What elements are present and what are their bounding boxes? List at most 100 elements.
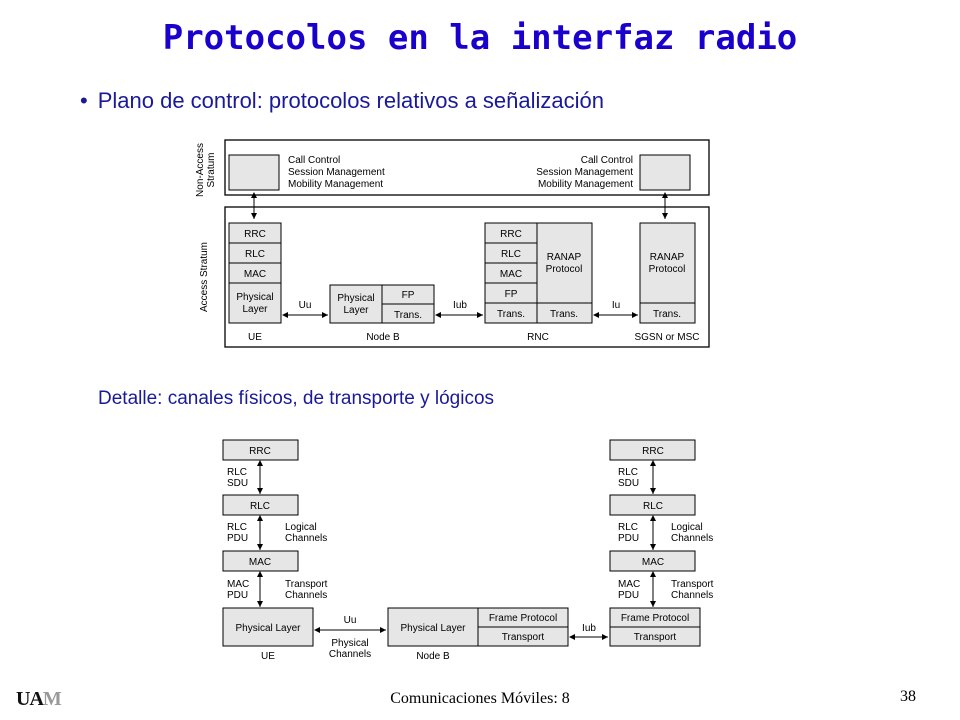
as-frame [224,206,710,348]
control-plane-diagram: Non-Access Stratum Call Control Session … [195,139,710,348]
svg-text:Mobility Management: Mobility Management [288,179,383,190]
svg-text:FP: FP [505,289,518,300]
svg-text:RRC: RRC [500,229,522,240]
svg-text:Physical: Physical [337,293,374,304]
page-number: 38 [900,688,916,705]
svg-text:Protocol: Protocol [546,264,583,275]
svg-text:RRC: RRC [249,446,271,457]
iub-label: Iub [453,300,467,311]
svg-text:Physical: Physical [331,638,368,649]
svg-text:MAC: MAC [618,579,640,590]
svg-text:Layer: Layer [343,305,369,316]
svg-text:Frame Protocol: Frame Protocol [489,613,557,624]
footer-text: Comunicaciones Móviles: 8 [390,690,570,707]
as-label: Access Stratum [199,242,210,312]
svg-text:RANAP: RANAP [650,252,685,263]
svg-text:MAC: MAC [227,579,249,590]
nas-label: Non-Access Stratum [195,143,217,197]
svg-text:SDU: SDU [618,478,639,489]
uam-logo: UAM [16,688,62,710]
svg-text:Channels: Channels [285,533,327,544]
svg-text:MAC: MAC [642,557,664,568]
nas-cn-text: Call Control Session Management Mobility… [536,155,633,190]
svg-text:Channels: Channels [329,649,371,660]
svg-text:Stratum: Stratum [206,152,217,187]
nodeb-label: Node B [366,332,400,343]
nas-ue-text: Call Control Session Management Mobility… [288,155,385,190]
ue2-label: UE [261,651,275,662]
sgsn-label: SGSN or MSC [634,332,699,343]
nas-ue-box [228,154,280,191]
svg-text:MAC: MAC [244,269,266,280]
svg-text:Trans.: Trans. [550,309,578,320]
rnc-label: RNC [527,332,549,343]
svg-text:MAC: MAC [249,557,271,568]
svg-text:Call Control: Call Control [288,155,340,166]
svg-text:RLC: RLC [250,501,270,512]
svg-text:Call Control: Call Control [581,155,633,166]
nas-cn-box [639,154,691,191]
rnc-channel-stack: RRC RLC MAC Frame Protocol Transport [609,439,701,647]
svg-text:Channels: Channels [671,533,713,544]
ue-label: UE [248,332,262,343]
svg-text:Trans.: Trans. [497,309,525,320]
svg-text:RANAP: RANAP [547,252,582,263]
svg-text:Transport: Transport [634,632,677,643]
bullet-control-plane: • Plano de control: protocolos relativos … [80,88,604,114]
bullet-dot: • [80,88,88,113]
svg-text:RRC: RRC [244,229,266,240]
svg-text:Channels: Channels [285,590,327,601]
svg-text:MAC: MAC [500,269,522,280]
svg-text:Trans.: Trans. [653,309,681,320]
svg-text:RRC: RRC [642,446,664,457]
svg-text:RLC: RLC [501,249,521,260]
svg-text:Logical: Logical [285,522,317,533]
svg-text:Trans.: Trans. [394,310,422,321]
svg-text:RLC: RLC [618,467,638,478]
svg-text:Session Management: Session Management [288,167,385,178]
nas-frame [224,139,710,196]
svg-text:PDU: PDU [227,590,248,601]
nodeb2-label: Node B [416,651,450,662]
svg-text:PDU: PDU [618,533,639,544]
bullet-text: Plano de control: protocolos relativos a… [97,88,604,113]
svg-text:Transport: Transport [671,579,714,590]
svg-text:Channels: Channels [671,590,713,601]
iub2-label: Iub [582,623,596,634]
svg-text:Physical Layer: Physical Layer [400,623,466,634]
svg-text:RLC: RLC [227,522,247,533]
svg-text:PDU: PDU [618,590,639,601]
svg-text:FP: FP [402,290,415,301]
svg-text:RLC: RLC [643,501,663,512]
svg-text:Layer: Layer [242,304,268,315]
svg-text:PDU: PDU [227,533,248,544]
svg-text:Transport: Transport [502,632,545,643]
svg-text:RLC: RLC [618,522,638,533]
svg-text:Transport: Transport [285,579,328,590]
svg-text:SDU: SDU [227,478,248,489]
svg-text:Physical: Physical [236,292,273,303]
iu-label: Iu [612,300,620,311]
svg-text:Physical Layer: Physical Layer [235,623,301,634]
svg-text:Protocol: Protocol [649,264,686,275]
svg-text:Logical: Logical [671,522,703,533]
detail-subtitle: Detalle: canales físicos, de transporte … [98,388,495,409]
uu2-label: Uu [344,615,357,626]
slide-title: Protocolos en la interfaz radio [162,18,798,58]
uu-label: Uu [299,300,312,311]
svg-text:Non-Access: Non-Access [195,143,206,197]
svg-text:Session Management: Session Management [536,167,633,178]
nodeb-channel-stack: Physical Layer Frame Protocol Transport [387,607,569,647]
svg-text:RLC: RLC [227,467,247,478]
svg-text:RLC: RLC [245,249,265,260]
svg-text:Frame Protocol: Frame Protocol [621,613,689,624]
svg-text:Mobility Management: Mobility Management [538,179,633,190]
